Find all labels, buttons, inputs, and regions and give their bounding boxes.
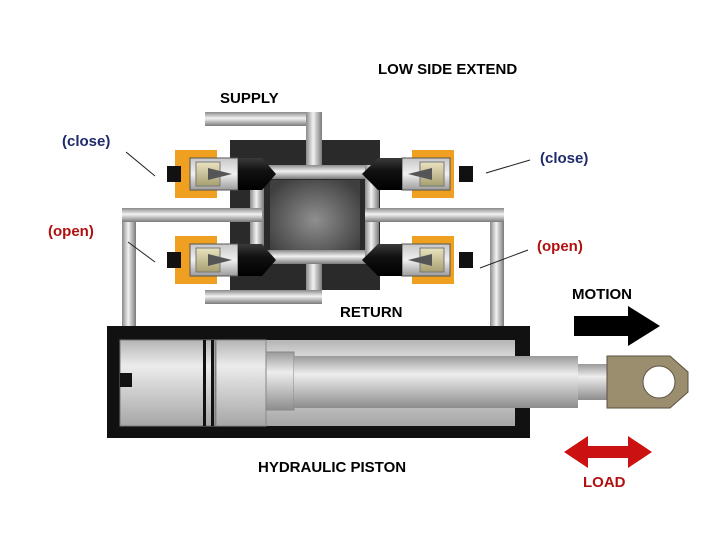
valve-bottom-left: [167, 243, 276, 277]
cylinder-port-pipes: [122, 208, 504, 338]
valve-top-right: [362, 157, 473, 191]
return-label: RETURN: [340, 304, 403, 321]
load-arrow: [564, 436, 652, 468]
diagram-title: LOW SIDE EXTEND: [378, 61, 517, 78]
motion-label: MOTION: [572, 286, 632, 303]
return-pipe: [205, 262, 322, 304]
leader-lines: [125, 151, 531, 269]
valve-bottom-right: [362, 243, 473, 277]
valve-bottom-right-state: (open): [537, 238, 583, 255]
motion-arrow: [574, 306, 660, 346]
rod-end-clevis: [606, 355, 689, 409]
piston-label: HYDRAULIC PISTON: [258, 459, 406, 476]
load-label: LOAD: [583, 474, 626, 491]
piston-head: [119, 339, 267, 427]
valve-top-left: [167, 157, 276, 191]
hydraulic-cylinder: [107, 326, 608, 438]
supply-pipe: [205, 112, 322, 167]
valve-top-right-state: (close): [540, 150, 588, 167]
valve-top-left-state: (close): [62, 133, 110, 150]
supply-label: SUPPLY: [220, 90, 279, 107]
piston-rod: [294, 356, 608, 408]
valve-bottom-left-state: (open): [48, 223, 94, 240]
